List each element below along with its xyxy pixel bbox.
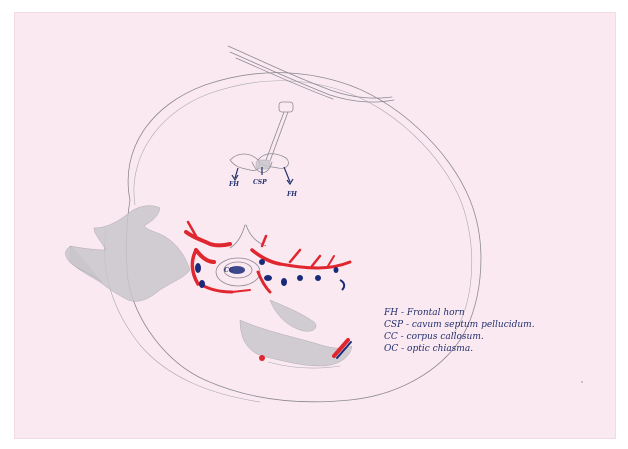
blue-markers bbox=[195, 259, 344, 290]
fh-left-arrow bbox=[232, 168, 238, 180]
label-fh-right: FH bbox=[286, 191, 297, 198]
label-fh-left: FH bbox=[228, 181, 239, 188]
legend-item-cc: CC - corpus callosum. bbox=[384, 332, 484, 342]
fh-right-arrow bbox=[284, 167, 293, 184]
label-csp: CSP bbox=[253, 179, 267, 186]
label-cc-mark: CC bbox=[224, 267, 234, 274]
legend-item-oc: OC - optic chiasma. bbox=[384, 344, 473, 354]
vessel-network bbox=[186, 222, 350, 292]
paper-speck bbox=[581, 381, 583, 383]
legend: FH - Frontal horn CSP - cavum septum pel… bbox=[383, 308, 535, 354]
midline-stalk bbox=[266, 102, 293, 161]
legend-item-csp: CSP - cavum septum pellucidum. bbox=[384, 320, 535, 330]
legend-item-fh: FH - Frontal horn bbox=[383, 308, 465, 318]
left-temporal-shading bbox=[65, 206, 190, 302]
frontal-horns bbox=[230, 154, 288, 173]
